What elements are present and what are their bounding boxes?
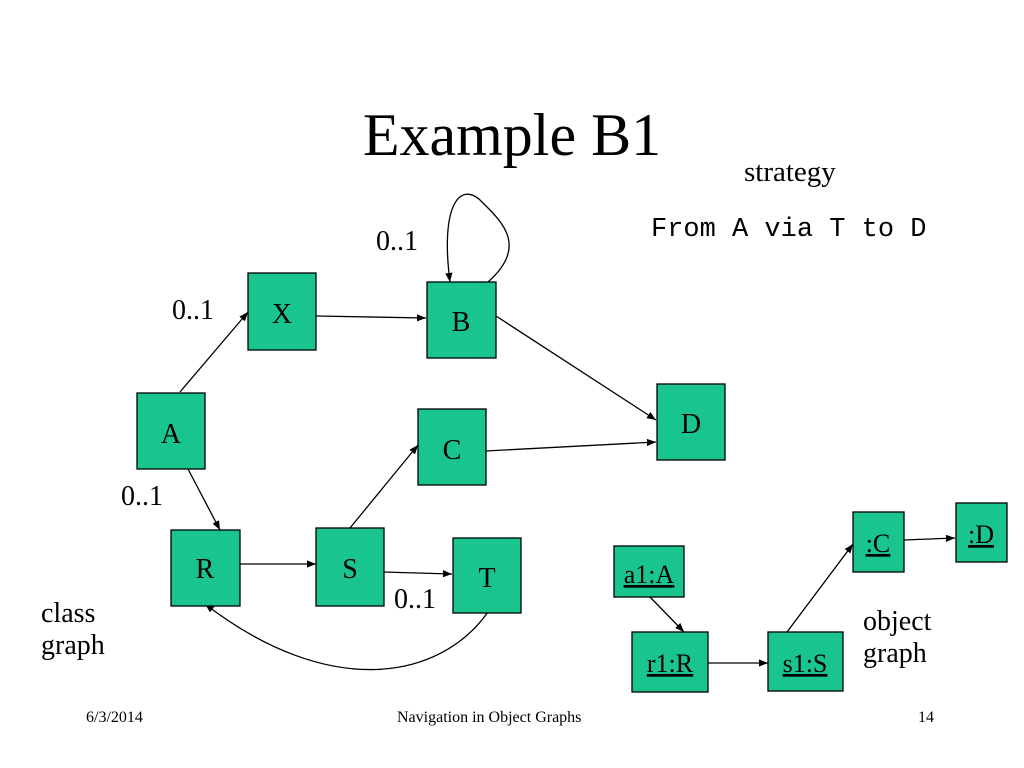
node-c-object-label: :C (866, 529, 891, 558)
node-s-label: S (342, 554, 358, 585)
object-graph-node-labels: :C :D a1:A r1:R s1:S (624, 520, 994, 678)
node-d-object-label: :D (968, 520, 994, 549)
footer-date: 6/3/2014 (86, 709, 143, 726)
object-graph-label: object graph (863, 606, 931, 670)
object-graph-label-line1: object (863, 606, 932, 637)
footer-page-number: 14 (918, 709, 934, 726)
strategy-code: From A via T to D (651, 215, 927, 245)
mult-a-x: 0..1 (172, 295, 214, 326)
edge-s1-c (786, 543, 854, 633)
node-b (426, 281, 497, 359)
edge-b-d (495, 315, 657, 421)
footer-center: Navigation in Object Graphs (397, 709, 582, 726)
node-a (136, 392, 206, 470)
node-c-label: C (443, 435, 462, 466)
node-s (315, 527, 385, 607)
edge-s-t (382, 570, 453, 578)
edge-a-x (179, 311, 249, 393)
node-x-label: X (272, 299, 292, 330)
class-graph-edges (179, 193, 657, 671)
node-t-label: T (478, 563, 495, 594)
edge-t-r (204, 603, 489, 671)
class-graph-nodes (136, 272, 726, 614)
edge-a1-r1 (649, 596, 685, 633)
node-d-object (955, 502, 1008, 563)
slide-title: Example B1 (362, 102, 662, 168)
node-r1 (631, 631, 709, 693)
node-a1 (613, 545, 685, 598)
node-c (417, 408, 487, 486)
node-d-label: D (681, 409, 701, 440)
node-s1-label: s1:S (783, 649, 828, 678)
class-graph-label-line1: class (41, 598, 96, 629)
node-a-label: A (161, 419, 182, 450)
edge-a-r (187, 468, 221, 531)
object-graph-nodes (613, 502, 1008, 693)
mult-s-t: 0..1 (394, 584, 436, 615)
edge-c-d (485, 438, 657, 452)
edge-b-self (445, 193, 510, 283)
node-s1 (767, 631, 844, 692)
edge-c-d-object (903, 534, 956, 542)
node-c-object (852, 511, 905, 573)
node-d (656, 383, 726, 461)
edge-x-b (315, 314, 427, 322)
edge-s-c (349, 444, 419, 529)
node-r (170, 529, 241, 607)
class-graph-label: class graph (41, 598, 105, 662)
node-t (452, 537, 522, 614)
node-a1-label: a1:A (624, 560, 675, 589)
strategy-label: strategy (744, 156, 836, 188)
mult-b-self: 0..1 (376, 226, 418, 257)
mult-a-r: 0..1 (121, 481, 163, 512)
object-graph-label-line2: graph (863, 638, 927, 669)
node-r-label: R (196, 554, 215, 585)
object-graph-edges (649, 534, 956, 667)
class-graph-label-line2: graph (41, 630, 105, 661)
node-b-label: B (452, 307, 471, 338)
node-r1-label: r1:R (647, 649, 694, 678)
node-x (247, 272, 317, 351)
class-graph-node-labels: X B A C D R S T (161, 299, 701, 594)
